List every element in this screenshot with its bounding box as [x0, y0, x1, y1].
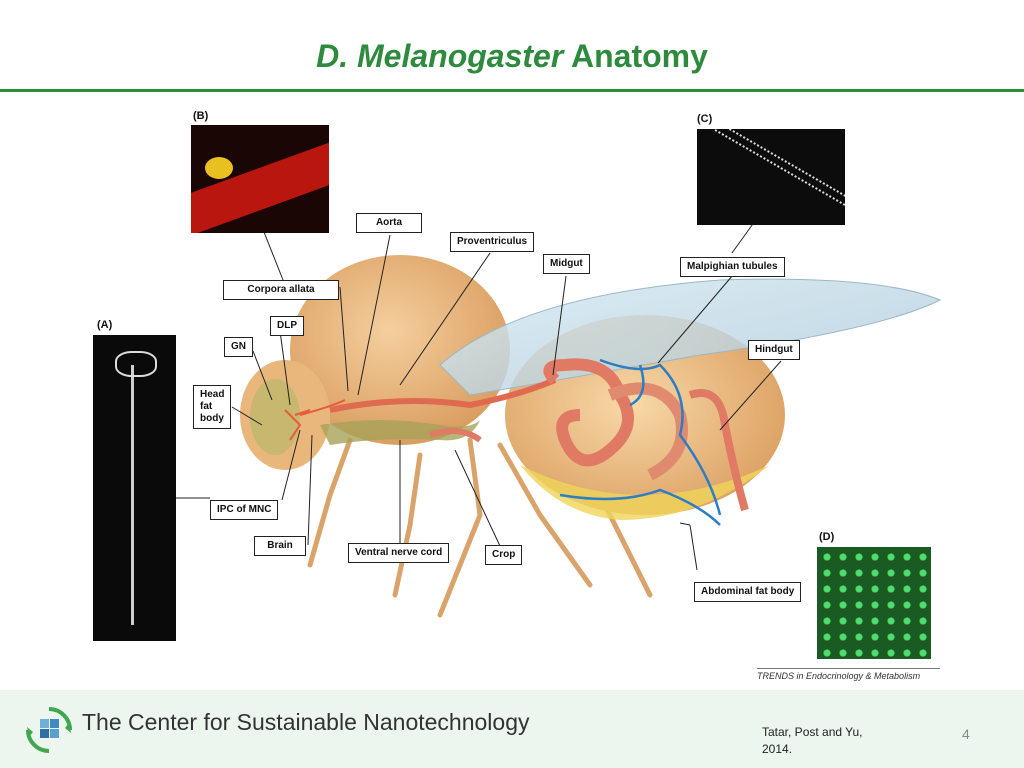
panel-tag-c: (C)	[697, 113, 713, 125]
title-rule	[0, 89, 1024, 92]
head-fat-body-shape	[250, 379, 300, 455]
inset-c-image	[697, 129, 845, 225]
inset-d-image	[817, 547, 931, 659]
label-ventral-nerve-cord: Ventral nerve cord	[348, 543, 450, 563]
midgut-loop	[607, 382, 688, 481]
label-proventriculus: Proventriculus	[450, 232, 535, 252]
citation: Tatar, Post and Yu, 2014.	[762, 724, 882, 758]
ventral-nerve-cord-shape	[320, 420, 480, 445]
foregut	[329, 377, 557, 413]
abdominal-fat-body-shape	[520, 465, 770, 520]
anatomy-diagram: (B) (C) (A) (D) Aorta Proventriculus Mid…	[0, 95, 1024, 685]
csn-logo-icon	[26, 707, 72, 753]
label-malpighian-tubules: Malpighian tubules	[680, 257, 785, 277]
organization-name: The Center for Sustainable Nanotechnolog…	[82, 709, 530, 735]
credit-rule	[757, 668, 940, 669]
inset-b-image	[191, 125, 329, 233]
label-dlp: DLP	[270, 316, 304, 336]
label-gn: GN	[224, 337, 253, 357]
page-number: 4	[962, 726, 970, 742]
panel-tag-a: (A)	[97, 319, 113, 331]
ipc-neurons	[284, 409, 311, 441]
label-crop: Crop	[485, 545, 523, 565]
panel-tag-b: (B)	[193, 110, 209, 122]
footer-bar: The Center for Sustainable Nanotechnolog…	[0, 690, 1024, 768]
thorax	[290, 255, 510, 445]
title-rest: Anatomy	[570, 38, 708, 74]
malpighian-tubules-shape	[559, 358, 722, 526]
label-ipc-of-mnc: IPC of MNC	[210, 500, 279, 520]
figure-credit: TRENDS in Endocrinology & Metabolism	[757, 671, 921, 681]
citation-line-2: 2014.	[762, 742, 793, 756]
aorta-vessel	[299, 399, 346, 416]
panel-tag-d: (D)	[819, 531, 835, 543]
slide-title: D. Melanogaster Anatomy	[0, 38, 1024, 75]
label-aorta: Aorta	[356, 213, 422, 233]
title-species: D. Melanogaster	[316, 38, 564, 74]
label-hindgut: Hindgut	[748, 340, 800, 360]
fly-illustration	[175, 220, 942, 618]
citation-line-1: Tatar, Post and Yu,	[762, 725, 863, 739]
hindgut-shape	[688, 389, 749, 512]
label-brain: Brain	[254, 536, 306, 556]
midgut-shape	[543, 358, 634, 467]
crop-shape	[429, 428, 482, 443]
inset-a-image	[93, 335, 176, 641]
label-head-fat-body: Head fat body	[193, 385, 232, 429]
leader-lines	[175, 220, 782, 571]
label-abdominal-fat-body: Abdominal fat body	[694, 582, 802, 602]
label-corpora-allata: Corpora allata	[223, 280, 339, 300]
label-midgut: Midgut	[543, 254, 590, 274]
